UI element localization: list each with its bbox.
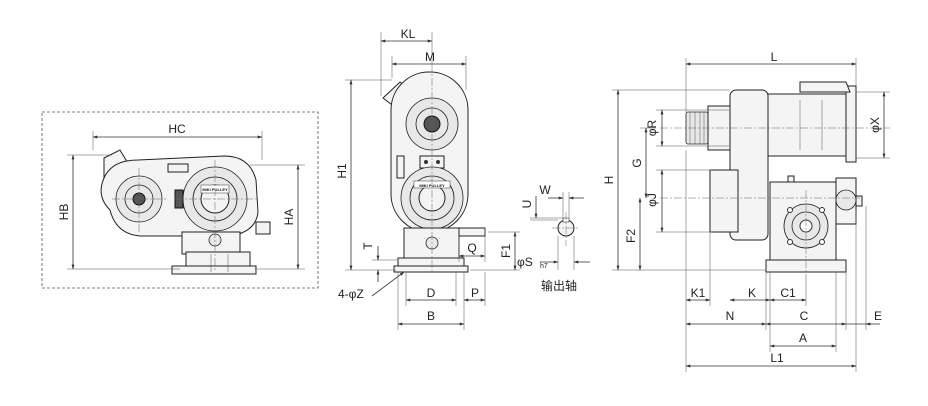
end-housing [685, 81, 863, 273]
dim-d: D [427, 286, 436, 300]
front-view: MIKI PULLEY HC HB HA [41, 111, 319, 289]
dim-l: L [771, 50, 778, 64]
dim-n: N [726, 309, 735, 323]
output-shaft-label: 输出轴 [541, 278, 577, 293]
side-view: MIKI PULLEY KL M H1 T 4-φZ [335, 27, 590, 330]
dim-b: B [427, 309, 435, 323]
dim-c: C [800, 309, 809, 323]
dim-ha: HA [282, 209, 296, 226]
dim-c1: C1 [780, 286, 796, 300]
dim-z: 4-φZ [338, 287, 364, 301]
dim-h1: H1 [335, 163, 349, 179]
dim-t: T [361, 242, 375, 250]
dim-s-tolerance: h7 [540, 263, 548, 270]
dim-s: φS [517, 255, 533, 269]
dim-x: φX [868, 117, 882, 133]
dim-q: Q [467, 241, 476, 255]
dim-f2: F2 [624, 229, 638, 243]
dim-k1: K1 [691, 286, 706, 300]
output-shaft-detail [552, 212, 580, 246]
dim-u: U [520, 200, 534, 209]
dim-hb: HB [57, 204, 71, 221]
dim-p: P [471, 286, 479, 300]
dim-h: H [602, 176, 616, 185]
dim-j: φJ [645, 193, 659, 207]
front-view-frame [41, 111, 319, 289]
dim-kl: KL [401, 27, 416, 41]
dim-m: M [425, 50, 435, 64]
dim-k: K [748, 286, 756, 300]
side-plate-text: MIKI PULLEY [419, 183, 445, 188]
dim-hc: HC [168, 122, 186, 136]
dim-f1: F1 [499, 244, 513, 258]
dim-g: G [630, 158, 644, 167]
dim-w: W [539, 183, 551, 197]
front-housing: MIKI PULLEY [100, 149, 271, 275]
end-view: L φR φX G H φJ F2 [602, 50, 890, 372]
dim-e: E [874, 309, 882, 323]
dim-a: A [799, 331, 807, 345]
dim-l1: L1 [770, 351, 784, 365]
